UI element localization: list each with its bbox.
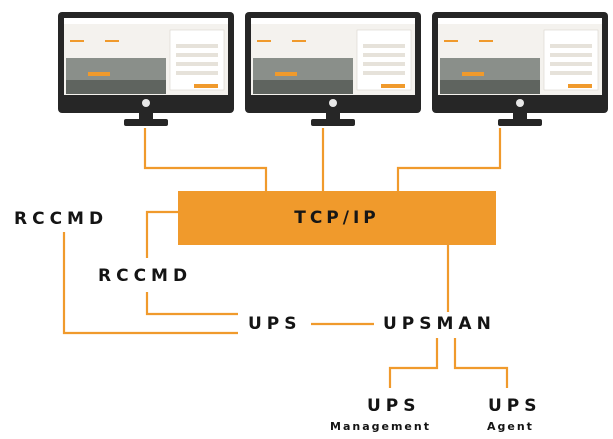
tcp-ip-label: TCP/IP xyxy=(294,208,380,228)
upsman-label: UPSMAN xyxy=(383,314,496,334)
screen-orange-mark xyxy=(444,40,458,42)
screen-photo-shadow xyxy=(66,80,166,94)
monitor-neck xyxy=(513,113,527,120)
ups-agent-subtitle: Agent xyxy=(487,420,534,433)
screen-header xyxy=(64,18,228,24)
line-monitor3-to-hub xyxy=(396,128,502,191)
monitors xyxy=(58,12,608,126)
screen-sidebar-row xyxy=(176,71,218,75)
screen-header xyxy=(438,18,602,24)
screen-sidebar-row xyxy=(363,71,405,75)
line-rccmd-left-to-ups xyxy=(62,232,238,335)
screen-photo-button xyxy=(462,72,484,76)
screen-orange-mark xyxy=(70,40,84,42)
ups-management-subtitle: Management xyxy=(330,420,431,433)
monitor-neck xyxy=(326,113,340,120)
ups-label: UPS xyxy=(248,314,302,334)
screen-sidebar-row xyxy=(550,53,592,57)
screen-sidebar-row xyxy=(550,62,592,66)
screen-sidebar-row xyxy=(550,71,592,75)
screen-sidebar-row xyxy=(176,44,218,48)
screen-photo-button xyxy=(88,72,110,76)
line-upsman-to-agent xyxy=(453,338,509,388)
monitor-camera-dot xyxy=(516,99,524,107)
line-upsman-to-management xyxy=(388,338,439,388)
monitor-1 xyxy=(58,12,234,126)
screen-sidebar-row xyxy=(363,62,405,66)
screen-orange-mark xyxy=(105,40,119,42)
ups-agent-title: UPS xyxy=(488,396,542,416)
monitor-base xyxy=(311,119,355,126)
rccmd-inner-label: RCCMD xyxy=(98,266,193,286)
rccmd-left-label: RCCMD xyxy=(14,209,109,229)
screen-orange-mark xyxy=(257,40,271,42)
monitor-3 xyxy=(432,12,608,126)
monitor-base xyxy=(124,119,168,126)
line-rccmd-inner-to-ups xyxy=(145,292,238,316)
monitor-camera-dot xyxy=(142,99,150,107)
monitor-camera-dot xyxy=(329,99,337,107)
screen-sidebar xyxy=(356,29,412,91)
screen-sidebar-row xyxy=(176,62,218,66)
screen-sidebar-row xyxy=(363,44,405,48)
screen-sidebar-row xyxy=(550,44,592,48)
screen-sidebar xyxy=(169,29,225,91)
screen-sidebar-row xyxy=(176,53,218,57)
monitor-2 xyxy=(245,12,421,126)
monitor-base xyxy=(498,119,542,126)
screen-sidebar-button xyxy=(568,84,592,88)
screen-sidebar-row xyxy=(363,53,405,57)
screen-photo-shadow xyxy=(253,80,353,94)
screen-orange-mark xyxy=(292,40,306,42)
line-rccmd-inner-to-hub xyxy=(145,210,178,258)
line-monitor1-to-hub xyxy=(143,128,268,191)
connector-lines xyxy=(62,128,509,388)
screen-sidebar-button xyxy=(194,84,218,88)
monitor-neck xyxy=(139,113,153,120)
screen-sidebar xyxy=(543,29,599,91)
screen-orange-mark xyxy=(479,40,493,42)
screen-photo-shadow xyxy=(440,80,540,94)
ups-management-title: UPS xyxy=(367,396,421,416)
screen-header xyxy=(251,18,415,24)
screen-photo-button xyxy=(275,72,297,76)
tcp-ip-hub: TCP/IP xyxy=(178,191,496,245)
screen-sidebar-button xyxy=(381,84,405,88)
